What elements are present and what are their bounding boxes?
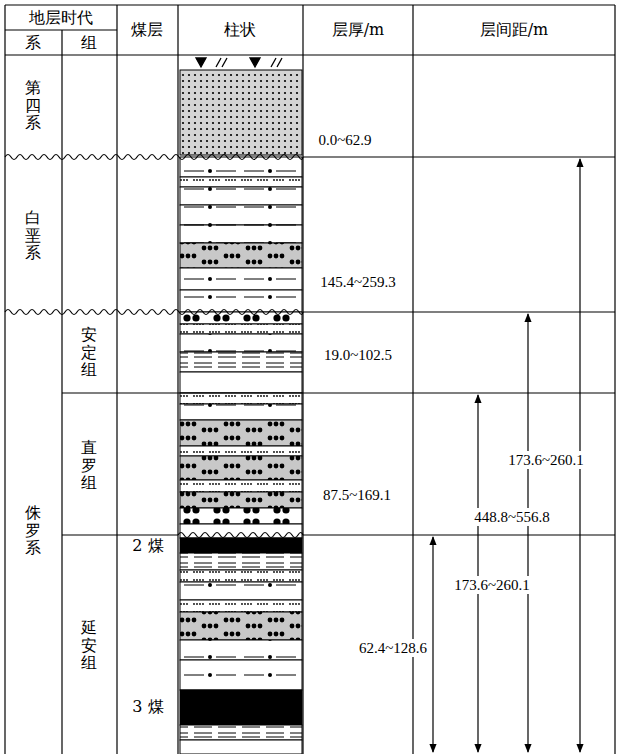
stratum-name: 延安组 [81,619,97,672]
thickness-value: 0.0~62.9 [317,131,372,149]
rock-layer [180,177,302,187]
rock-layer [180,446,302,456]
rock-layer [180,290,302,312]
rock-layer [180,660,302,690]
rock-layer [180,324,302,334]
rock-layer [180,582,302,600]
rock-layer [180,352,302,372]
rock-layer [180,393,302,404]
rock-layer [180,420,302,446]
coal-seam [180,690,302,725]
rock-layer [180,640,302,660]
stratum-name: 安定组 [81,326,97,379]
rock-layer [180,492,302,508]
thickness-value: 173.6~260.1 [453,576,531,594]
rock-layer [180,157,302,177]
table-label: 2 煤 [131,536,164,555]
coal-seam [180,538,302,553]
rock-layer [180,243,302,268]
soil-symbols [196,58,282,67]
rock-layer [180,480,302,492]
thickness-value: 448.8~556.8 [473,508,551,526]
rock-layer [180,725,302,740]
rock-layer [180,372,302,393]
rock-layer [180,570,302,582]
table-label: 煤层 [130,20,164,39]
table-label: 地层时代 [28,8,94,27]
rock-layer [180,187,302,205]
thickness-value: 145.4~259.3 [319,273,397,291]
stratum-name: 白垩系 [25,209,41,262]
quaternary-layer [180,70,302,155]
rock-layer [180,205,302,225]
rock-layer [180,334,302,352]
thickness-value: 62.4~128.6 [358,639,428,657]
table-label: 3 煤 [131,697,164,716]
rock-layer [180,740,302,754]
rock-layer [180,404,302,420]
rock-layer [180,456,302,480]
rock-layer [180,268,302,290]
thickness-value: 19.0~102.5 [323,346,393,364]
rock-layer [180,612,302,640]
stratum-name: 第四系 [25,79,41,132]
thickness-value: 173.6~260.1 [507,451,585,469]
table-label: 组 [80,33,98,52]
rock-layer [180,508,302,524]
rock-layer [180,600,302,612]
table-label: 层间距/m [479,20,550,39]
stratum-name: 侏罗系 [25,504,41,557]
table-label: 层厚/m [331,20,386,39]
rock-layer [180,553,302,570]
table-label: 系 [24,33,42,52]
thickness-value: 87.5~169.1 [322,486,392,504]
stratum-name: 直罗组 [81,439,97,492]
rock-layer [180,225,302,243]
table-lines [5,5,615,754]
rock-layer [180,524,302,538]
table-label: 柱状 [223,20,257,39]
